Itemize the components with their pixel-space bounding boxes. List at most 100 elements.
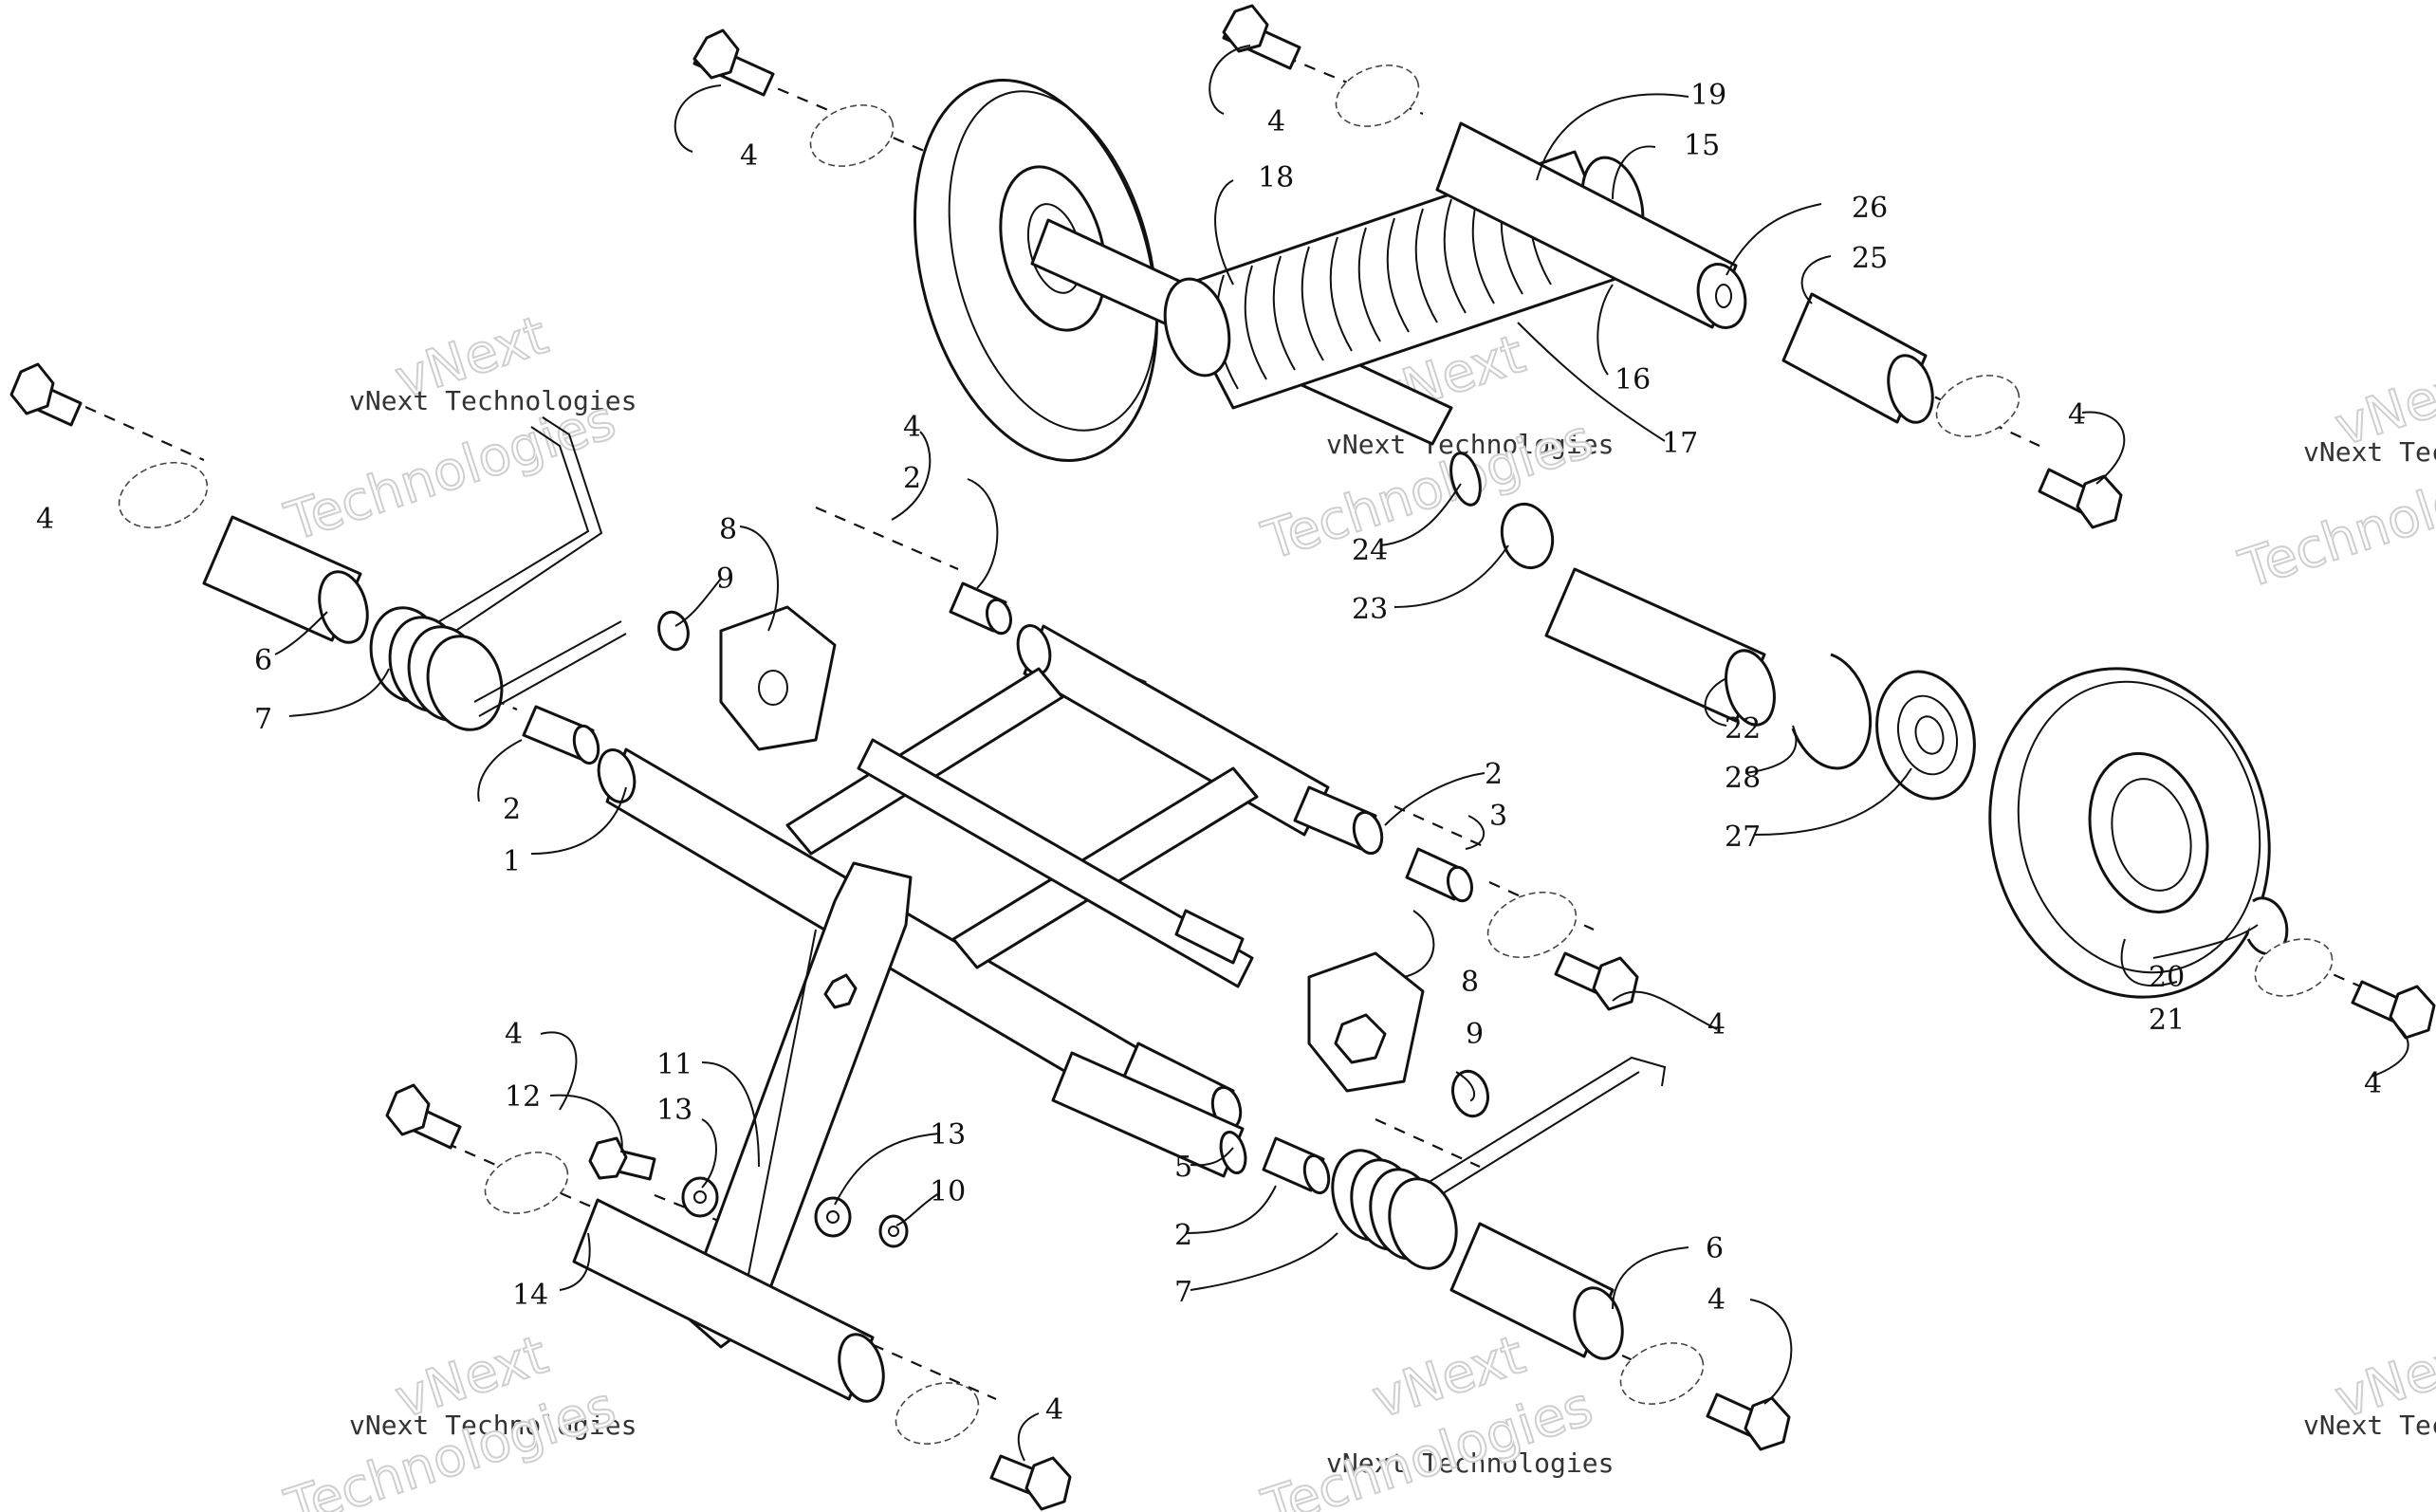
bolt-right-mid xyxy=(1554,951,1639,1011)
callout-number: 8 xyxy=(1461,966,1479,999)
callout-number: 17 xyxy=(1662,427,1698,460)
bolt-12 xyxy=(588,1136,656,1181)
callout-number: 28 xyxy=(1725,762,1761,795)
callout-number: 13 xyxy=(930,1118,966,1152)
callout-number: 4 xyxy=(2364,1067,2382,1100)
callout-number: 4 xyxy=(2068,398,2086,432)
callout-number: 6 xyxy=(1706,1232,1724,1265)
svg-text:vNext Technologies: vNext Technologies xyxy=(1326,429,1614,460)
callout-number: 18 xyxy=(1258,161,1294,194)
callout-number: 4 xyxy=(1707,1283,1726,1317)
washer-right-mid xyxy=(1486,891,1578,959)
callout-number: 16 xyxy=(1615,363,1651,396)
bushing-2-lower xyxy=(1262,1136,1331,1195)
callout-number: 2 xyxy=(503,793,521,826)
callout-number: 9 xyxy=(716,562,734,596)
washer-13-left xyxy=(681,1176,719,1218)
callout-number: 22 xyxy=(1725,712,1761,746)
ring-23 xyxy=(1500,502,1555,570)
svg-text:vNext Technologies: vNext Technologies xyxy=(1326,1447,1614,1479)
torsion-spring-7-right xyxy=(1331,1056,1667,1270)
bearing-27 xyxy=(1875,670,1976,801)
callout-number: 4 xyxy=(1045,1393,1063,1427)
bushing-2-upper-right xyxy=(949,581,1012,636)
callout-number: 3 xyxy=(1489,800,1507,833)
callout-number: 21 xyxy=(2149,1004,2185,1037)
callout-number: 7 xyxy=(1174,1276,1192,1309)
callout-number: 12 xyxy=(505,1080,541,1114)
callout-number: 4 xyxy=(36,503,54,536)
callout-number: 5 xyxy=(1174,1151,1192,1184)
callout-number: 23 xyxy=(1352,593,1388,626)
callout-number: 10 xyxy=(930,1175,966,1208)
callout-number: 25 xyxy=(1852,242,1888,275)
callout-number: 4 xyxy=(1267,105,1285,138)
bolt-bottom-center xyxy=(989,1454,1072,1511)
washer-right-bottom xyxy=(1619,1342,1705,1405)
torsion-spring-7-left xyxy=(369,416,627,731)
shaft-5 xyxy=(1051,1051,1247,1178)
callout-number: 27 xyxy=(1725,821,1761,854)
callout-number: 2 xyxy=(1174,1219,1192,1252)
washer-bottom-center xyxy=(895,1382,980,1445)
ring-24 xyxy=(1449,452,1482,507)
callout-number: 4 xyxy=(903,411,921,444)
bolt-left-lower xyxy=(385,1083,462,1150)
callout-number: 11 xyxy=(656,1048,692,1081)
callout-number: 6 xyxy=(254,644,272,677)
callout-number: 2 xyxy=(1485,758,1503,791)
bolt-right-bottom xyxy=(1706,1392,1791,1451)
shock-mount-tube xyxy=(1435,121,1747,329)
callout-number: 4 xyxy=(740,139,758,173)
callout-number: 2 xyxy=(903,462,921,495)
washer-13-right xyxy=(814,1196,852,1238)
idler-wheel-21 xyxy=(1988,667,2271,999)
bushing-2-right xyxy=(1405,847,1473,903)
washer-row-top xyxy=(809,65,2021,437)
callout-number: 19 xyxy=(1690,79,1726,112)
callout-number: 26 xyxy=(1852,192,1888,225)
svg-text:vNext Technologies: vNext Technologies xyxy=(349,385,637,416)
callout-number: 15 xyxy=(1684,129,1720,162)
svg-text:vNext Technologies: vNext Technologies xyxy=(2303,436,2436,468)
callout-number: 7 xyxy=(254,703,272,736)
clip-9-upper xyxy=(657,610,690,652)
callout-number: 14 xyxy=(512,1279,548,1312)
watermark-bottom-center: vNext vNext Technologies Technologies xyxy=(1254,1323,1614,1512)
callout-labels: 4 4 19 15 18 26 25 16 17 4 4 4 2 8 9 24 … xyxy=(36,79,2382,1427)
callout-number: 24 xyxy=(1352,534,1388,567)
callout-number: 4 xyxy=(1707,1008,1726,1042)
callout-number: 1 xyxy=(503,845,521,878)
svg-text:vNext Technologies: vNext Technologies xyxy=(2303,1410,2436,1441)
callout-number: 13 xyxy=(656,1094,692,1127)
svg-text:vNext Technologies: vNext Technologies xyxy=(349,1410,637,1441)
watermark-bottom-left: vNext vNext Technologies Technologies xyxy=(277,1323,637,1512)
callout-number: 9 xyxy=(1466,1018,1484,1051)
callout-number: 4 xyxy=(505,1018,523,1051)
callout-number: 20 xyxy=(2149,961,2185,994)
watermark-top-right: vNext vNext Technologies Technologies xyxy=(2231,351,2436,602)
slide-mount-8-lower xyxy=(1307,951,1425,1093)
washer-right-lower xyxy=(2254,938,2334,997)
spacer-sleeve-25 xyxy=(1781,292,1934,424)
snap-ring-28 xyxy=(1791,653,1873,770)
callout-number: 8 xyxy=(719,513,737,546)
spacer-6-left xyxy=(202,515,369,644)
bolt-right-upper xyxy=(2038,468,2123,529)
bolt-top-center xyxy=(1222,4,1301,70)
watermark-bottom-right: vNext vNext Technologies xyxy=(2303,1323,2436,1441)
clip-9-lower xyxy=(1451,1069,1489,1118)
leader-lines xyxy=(274,45,2409,1462)
bolt-top-left xyxy=(692,28,775,97)
main-arm-frame xyxy=(597,624,1384,1131)
slide-mount-8-upper xyxy=(719,605,837,751)
bushing-2-left xyxy=(522,705,600,765)
washer-left-lower xyxy=(484,1152,569,1214)
bushing-22 xyxy=(1544,567,1776,727)
bolt-right-lower xyxy=(2351,980,2436,1040)
shaft-14 xyxy=(572,1198,885,1403)
snap-ring-20 xyxy=(2246,896,2289,956)
washer-left-upper xyxy=(118,461,209,529)
spacer-6-right xyxy=(1449,1222,1624,1360)
